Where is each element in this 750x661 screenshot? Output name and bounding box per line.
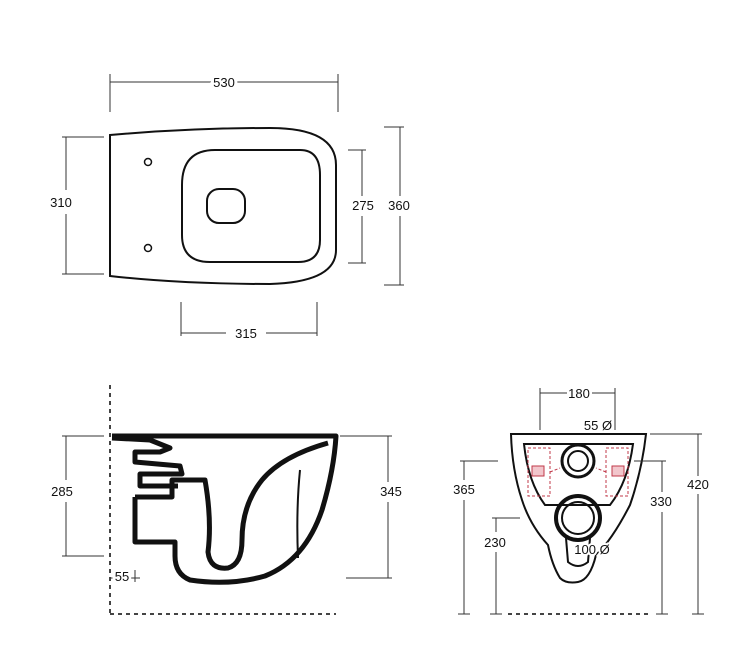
rear-body-outline (509, 433, 648, 584)
fixing-hole-bottom (143, 243, 153, 253)
right-bolt-bracket (595, 447, 629, 497)
bowl-opening (181, 149, 321, 263)
outlet-spout (565, 537, 591, 567)
dimension-height-230: 230 (484, 517, 520, 615)
side-offset-label: 55 (115, 569, 129, 584)
inlet-inner (567, 450, 589, 472)
dimension-height-365: 365 (453, 460, 498, 615)
bowl-depth-label: 275 (352, 198, 374, 213)
inlet-outer (560, 443, 596, 479)
outlet-outer (554, 494, 602, 542)
drain-opening (206, 188, 246, 224)
side-view: 285 345 55 (51, 385, 402, 615)
side-outer-back (296, 469, 301, 559)
dimension-height-330: 330 (634, 460, 672, 615)
dimension-bowl-width-315: 315 (180, 302, 318, 341)
rear-view: 180 55 Ø 100 Ø 3 (453, 386, 709, 615)
outlet-inner (561, 501, 595, 535)
total-depth-label: 360 (388, 198, 410, 213)
side-height-label: 285 (51, 484, 73, 499)
width-label: 530 (213, 75, 235, 90)
side-trap (135, 440, 329, 571)
side-total-height-label: 345 (380, 484, 402, 499)
dimension-total-depth-360: 360 (384, 126, 410, 286)
dimension-height-345: 345 (340, 435, 402, 579)
left-bolt-bracket (527, 447, 561, 497)
dimension-bowl-depth-275: 275 (348, 149, 374, 264)
rear-outlet-height-label: 230 (484, 535, 506, 550)
dimension-depth-310: 310 (50, 136, 104, 275)
dimension-height-285: 285 (51, 435, 104, 557)
bowl-width-label: 315 (235, 326, 257, 341)
rear-total-height-label: 420 (687, 477, 709, 492)
side-body-outline (112, 433, 339, 585)
rear-spacing-label: 180 (568, 386, 590, 401)
dimension-width-530: 530 (109, 72, 339, 112)
dimension-height-420: 420 (650, 433, 709, 615)
rear-inlet-label: 55 Ø (584, 418, 612, 433)
seat-outline (109, 126, 337, 286)
dimension-offset-55: 55 (110, 567, 140, 587)
side-rim (111, 435, 185, 489)
depth-label: 310 (50, 195, 72, 210)
rear-right-height-label: 330 (650, 494, 672, 509)
dimension-spacing-180: 180 (539, 386, 616, 430)
fixing-hole-top (143, 157, 153, 167)
rear-left-height-label: 365 (453, 482, 475, 497)
top-view: 530 310 275 (50, 72, 410, 341)
rear-outlet-label: 100 Ø (574, 542, 609, 557)
